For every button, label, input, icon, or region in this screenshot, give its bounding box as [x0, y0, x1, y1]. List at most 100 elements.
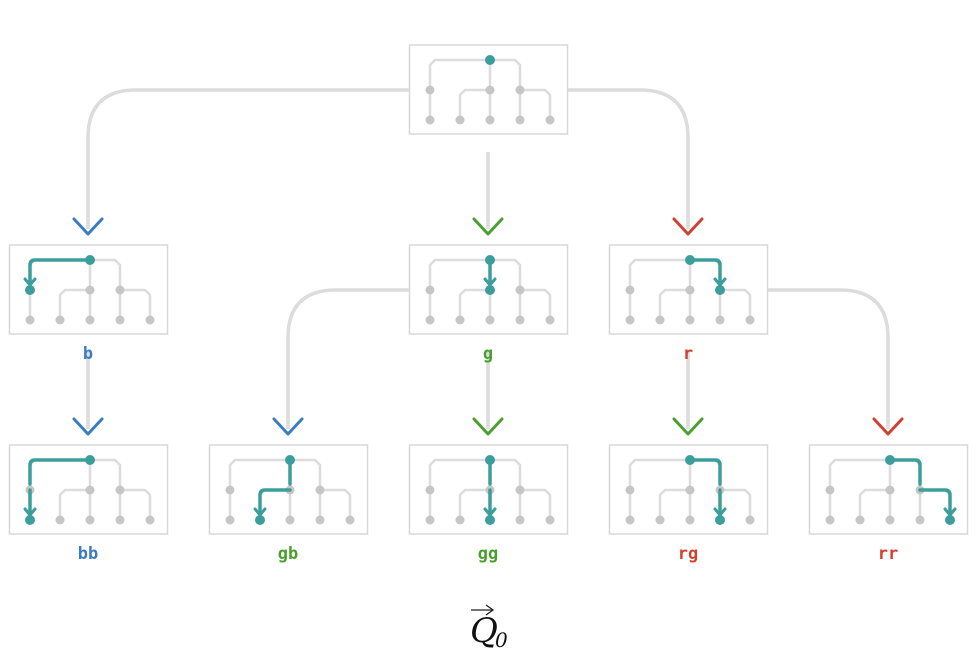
leaf-dot — [825, 515, 835, 525]
leaf-dot — [485, 315, 495, 325]
leaf-dot — [885, 515, 895, 525]
node-b-label: b — [83, 344, 93, 364]
leaf-dot — [225, 515, 235, 525]
edge-b-bb-arrow-icon — [72, 417, 104, 436]
node-bb-label: bb — [78, 544, 98, 564]
path-step-1 — [28, 258, 92, 286]
inner-dot — [315, 485, 325, 495]
path-end-dot — [485, 515, 495, 525]
caption-subscript: 0 — [495, 628, 508, 652]
path-step-2 — [258, 488, 292, 516]
leaf-dot — [515, 115, 525, 125]
edge-r-rr-line — [767, 288, 890, 429]
mini-edge — [520, 488, 552, 520]
inner-dot — [685, 485, 695, 495]
mini-edge — [428, 458, 522, 490]
inner-dot — [485, 85, 495, 95]
path-end-dot — [25, 285, 35, 295]
node-r-box — [608, 244, 769, 335]
root-dot — [85, 255, 95, 265]
leaf-dot — [425, 115, 435, 125]
leaf-dot — [455, 115, 465, 125]
leaf-dot — [655, 315, 665, 325]
inner-dot — [515, 85, 525, 95]
leaf-dot — [545, 115, 555, 125]
mini-edge — [228, 458, 322, 490]
path-step-1 — [888, 458, 922, 486]
mini-edge — [428, 258, 522, 290]
leaf-dot — [745, 315, 755, 325]
edge-root-r-arrow-icon — [672, 217, 704, 236]
path-end-dot — [715, 285, 725, 295]
leaf-dot — [425, 315, 435, 325]
inner-dot — [85, 285, 95, 295]
leaf-dot — [745, 515, 755, 525]
leaf-dot — [55, 315, 65, 325]
leaf-dot — [915, 515, 925, 525]
leaf-dot — [515, 315, 525, 325]
inner-dot — [625, 485, 635, 495]
node-g-box — [408, 244, 569, 335]
inner-dot — [515, 485, 525, 495]
edge-root-b-arrow-icon — [72, 217, 104, 236]
leaf-dot — [285, 515, 295, 525]
leaf-dot — [855, 515, 865, 525]
path-step-2 — [918, 488, 952, 516]
node-gg-label: gg — [478, 544, 498, 564]
inner-dot — [885, 485, 895, 495]
edge-g-gb-line — [286, 288, 409, 429]
leaf-dot — [85, 515, 95, 525]
path-end-dot — [945, 515, 955, 525]
root-dot — [685, 455, 695, 465]
path-end-dot — [255, 515, 265, 525]
mini-edge — [520, 88, 552, 120]
leaf-dot — [625, 315, 635, 325]
inner-dot — [425, 85, 435, 95]
edge-layer — [72, 88, 904, 436]
leaf-dot — [115, 515, 125, 525]
edge-root-b-line — [86, 88, 409, 229]
root-dot — [285, 455, 295, 465]
path-step-1 — [688, 258, 722, 286]
node-bb-box — [8, 444, 169, 535]
leaf-dot — [455, 515, 465, 525]
leaf-dot — [145, 315, 155, 325]
leaf-dot — [485, 115, 495, 125]
mini-edge — [520, 288, 552, 320]
root-dot — [485, 455, 495, 465]
leaf-dot — [55, 515, 65, 525]
leaf-dot — [315, 515, 325, 525]
node-rg-label: rg — [678, 544, 698, 564]
leaf-dot — [685, 515, 695, 525]
root-dot — [485, 255, 495, 265]
leaf-dot — [655, 515, 665, 525]
leaf-dot — [545, 315, 555, 325]
inner-dot — [425, 285, 435, 295]
leaf-dot — [715, 315, 725, 325]
path-step-1 — [28, 458, 92, 486]
node-rg-box — [608, 444, 769, 535]
leaf-dot — [345, 515, 355, 525]
leaf-dot — [515, 515, 525, 525]
edge-r-rg-arrow-icon — [672, 417, 704, 436]
leaf-dot — [545, 515, 555, 525]
root-dot — [685, 255, 695, 265]
leaf-dot — [685, 315, 695, 325]
inner-dot — [115, 485, 125, 495]
node-gb-box — [208, 444, 369, 535]
edge-g-gg-arrow-icon — [472, 417, 504, 436]
caption-symbol: Q — [470, 611, 498, 651]
leaf-dot — [455, 315, 465, 325]
mini-edge — [428, 58, 522, 90]
node-gg-box — [408, 444, 569, 535]
node-rr-box — [808, 444, 969, 535]
node-rr-label: rr — [878, 544, 898, 564]
inner-dot — [225, 485, 235, 495]
inner-dot — [825, 485, 835, 495]
root-dot — [485, 55, 495, 65]
leaf-dot — [25, 315, 35, 325]
mini-edge — [120, 288, 152, 320]
leaf-dot — [425, 515, 435, 525]
